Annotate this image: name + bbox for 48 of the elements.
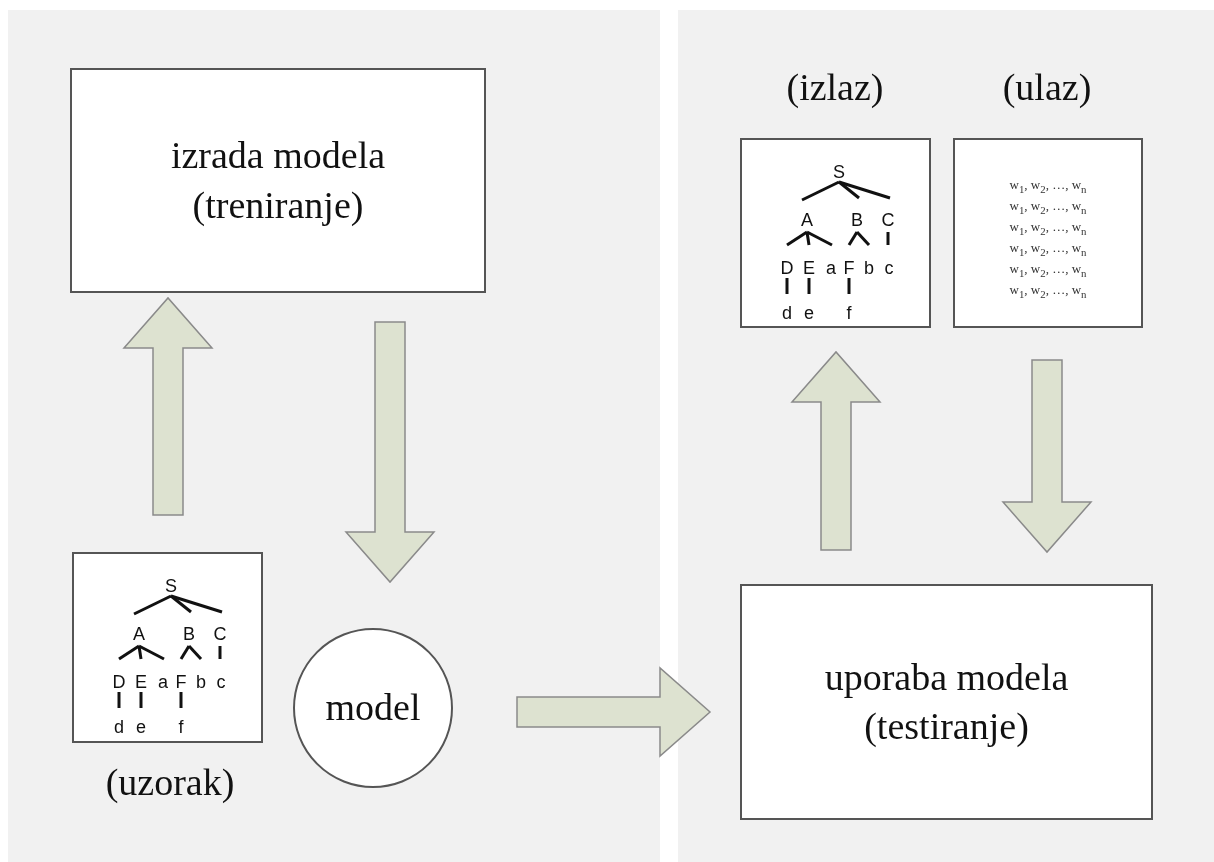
node-label: (izlaz) <box>786 65 884 109</box>
tree-label: B <box>851 211 863 229</box>
process-box <box>70 68 486 293</box>
tree-label: f <box>846 304 852 322</box>
word-list-box <box>953 138 1143 328</box>
tree-label: a <box>158 673 168 691</box>
tree-label: c <box>216 673 226 691</box>
word-sequence: w$_{1}$, w$_{2}$, …, w$_{n}$ <box>1008 199 1088 216</box>
node-label: (uzorak) <box>105 760 235 804</box>
parse-tree-box <box>740 138 931 328</box>
tree-label: F <box>843 259 855 277</box>
block-arrow <box>122 296 214 516</box>
word-sequence: w$_{1}$, w$_{2}$, …, w$_{n}$ <box>1008 262 1088 279</box>
tree-label: b <box>196 673 206 691</box>
tree-label: e <box>136 718 146 736</box>
node-label: (ulaz) <box>1002 65 1092 109</box>
tree-label: d <box>782 304 792 322</box>
tree-label: E <box>803 259 815 277</box>
tree-label: S <box>165 577 177 595</box>
tree-label: C <box>213 625 227 643</box>
word-sequence: w$_{1}$, w$_{2}$, …, w$_{n}$ <box>1008 283 1088 300</box>
tree-label: S <box>833 163 845 181</box>
tree-label: A <box>133 625 145 643</box>
tree-label: F <box>175 673 187 691</box>
word-sequence: w$_{1}$, w$_{2}$, …, w$_{n}$ <box>1008 178 1088 195</box>
tree-label: d <box>114 718 124 736</box>
node-label: model <box>325 685 421 731</box>
block-arrow <box>344 321 436 584</box>
parse-tree-box <box>72 552 263 743</box>
process-box <box>740 584 1153 820</box>
block-arrow <box>790 350 882 551</box>
tree-label: D <box>780 259 794 277</box>
tree-label: C <box>881 211 895 229</box>
tree-label: E <box>135 673 147 691</box>
word-sequence: w$_{1}$, w$_{2}$, …, w$_{n}$ <box>1008 241 1088 258</box>
node-label: izrada modela (treniranje) <box>169 133 387 228</box>
tree-label: a <box>826 259 836 277</box>
node-label: uporaba modela (testiranje) <box>823 654 1070 749</box>
tree-label: B <box>183 625 195 643</box>
tree-label: D <box>112 673 126 691</box>
tree-label: A <box>801 211 813 229</box>
tree-label: b <box>864 259 874 277</box>
tree-label: c <box>884 259 894 277</box>
word-sequence: w$_{1}$, w$_{2}$, …, w$_{n}$ <box>1008 220 1088 237</box>
tree-label: e <box>804 304 814 322</box>
tree-label: f <box>178 718 184 736</box>
block-arrow <box>1001 359 1093 554</box>
block-arrow <box>516 666 712 758</box>
